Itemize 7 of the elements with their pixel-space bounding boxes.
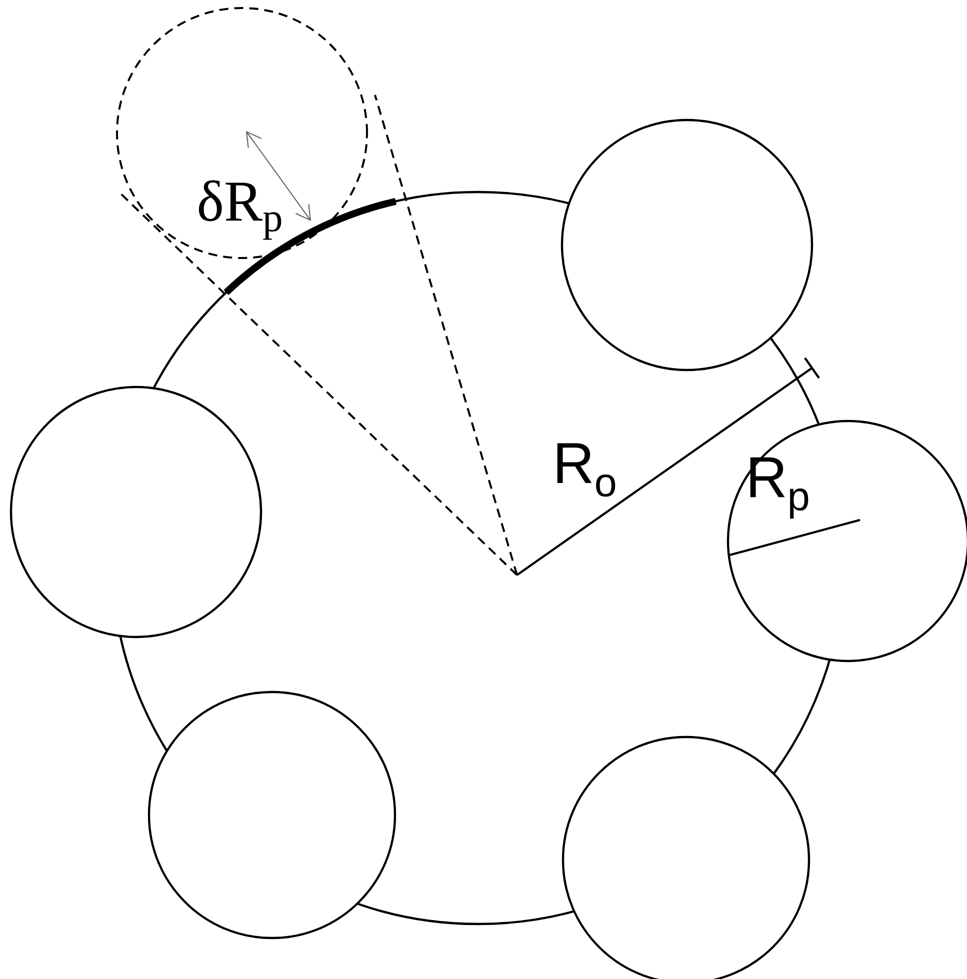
radius-label: R$_{p}$	[750, 457, 808, 519]
pore-circle	[562, 736, 810, 979]
pore-circle	[148, 690, 396, 940]
pore-circle	[560, 118, 814, 372]
radius-label: R$_{o}$	[557, 443, 616, 497]
pore-circle	[10, 386, 262, 638]
radius-label: δR$_{p}$	[198, 180, 282, 240]
